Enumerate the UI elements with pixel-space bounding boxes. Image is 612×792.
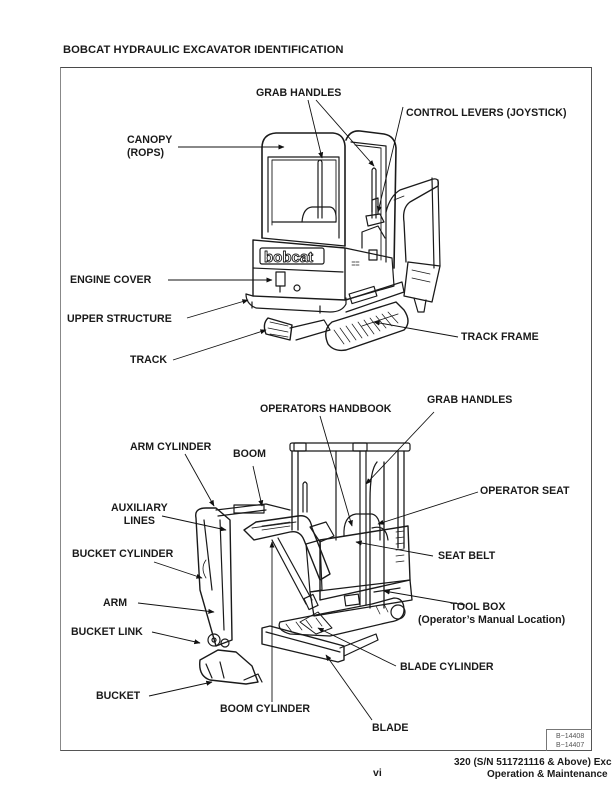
- label-blade-cylinder: BLADE CYLINDER: [400, 661, 494, 673]
- label-tool-box: TOOL BOX (Operator’s Manual Location): [418, 601, 612, 626]
- label-blade: BLADE: [372, 722, 409, 734]
- label-canopy-line1: CANOPY: [127, 134, 173, 146]
- footer-manual-title: 320 (S/N 511721116 & Above) Exc Operatio…: [454, 757, 612, 780]
- label-seat-belt: SEAT BELT: [438, 550, 496, 562]
- label-control-levers: CONTROL LEVERS (JOYSTICK): [406, 107, 567, 119]
- label-operator-seat: OPERATOR SEAT: [480, 485, 570, 497]
- footer-line2: Operation & Maintenance: [487, 768, 608, 780]
- label-canopy-line2: (ROPS): [127, 146, 165, 159]
- label-grab-handles-front: GRAB HANDLES: [427, 394, 513, 406]
- label-bucket: BUCKET: [96, 690, 141, 702]
- label-tool-box-line2: (Operator’s Manual Location): [418, 613, 566, 626]
- label-boom-cylinder: BOOM CYLINDER: [220, 703, 311, 715]
- label-boom: BOOM: [233, 448, 266, 460]
- label-bucket-cylinder: BUCKET CYLINDER: [72, 548, 174, 560]
- label-track: TRACK: [130, 354, 168, 366]
- label-grab-handles-rear: GRAB HANDLES: [256, 87, 342, 99]
- rear-view-excavator: bobcat: [245, 130, 441, 352]
- page-title: BOBCAT HYDRAULIC EXCAVATOR IDENTIFICATIO…: [63, 44, 344, 56]
- figure-reference-box: B−14408 B−14407: [546, 729, 592, 751]
- label-canopy: CANOPY (ROPS): [127, 134, 172, 159]
- figure-ref-2: B−14407: [556, 742, 585, 749]
- label-bucket-link: BUCKET LINK: [71, 626, 143, 638]
- label-tool-box-line1: TOOL BOX: [450, 601, 506, 613]
- front-view-leaders: [137, 411, 479, 721]
- footer-line1: 320 (S/N 511721116 & Above) Exc: [454, 757, 612, 768]
- front-view-excavator: [195, 442, 413, 685]
- label-arm: ARM: [103, 597, 128, 609]
- label-track-frame: TRACK FRAME: [461, 331, 539, 343]
- figure-ref-1: B−14408: [556, 733, 585, 740]
- figure-frame: [60, 67, 592, 751]
- label-auxiliary-lines: AUXILIARY LINES: [111, 502, 168, 527]
- label-upper-structure: UPPER STRUCTURE: [67, 313, 172, 325]
- label-arm-cylinder: ARM CYLINDER: [130, 441, 212, 453]
- label-engine-cover: ENGINE COVER: [70, 274, 152, 286]
- page-number: vi: [373, 767, 382, 779]
- rear-view-leaders: [168, 99, 459, 361]
- label-auxiliary-line1: AUXILIARY: [111, 502, 168, 514]
- label-operators-handbook: OPERATORS HANDBOOK: [260, 403, 392, 415]
- label-auxiliary-line2: LINES: [123, 514, 155, 527]
- bobcat-logo: bobcat: [264, 249, 313, 266]
